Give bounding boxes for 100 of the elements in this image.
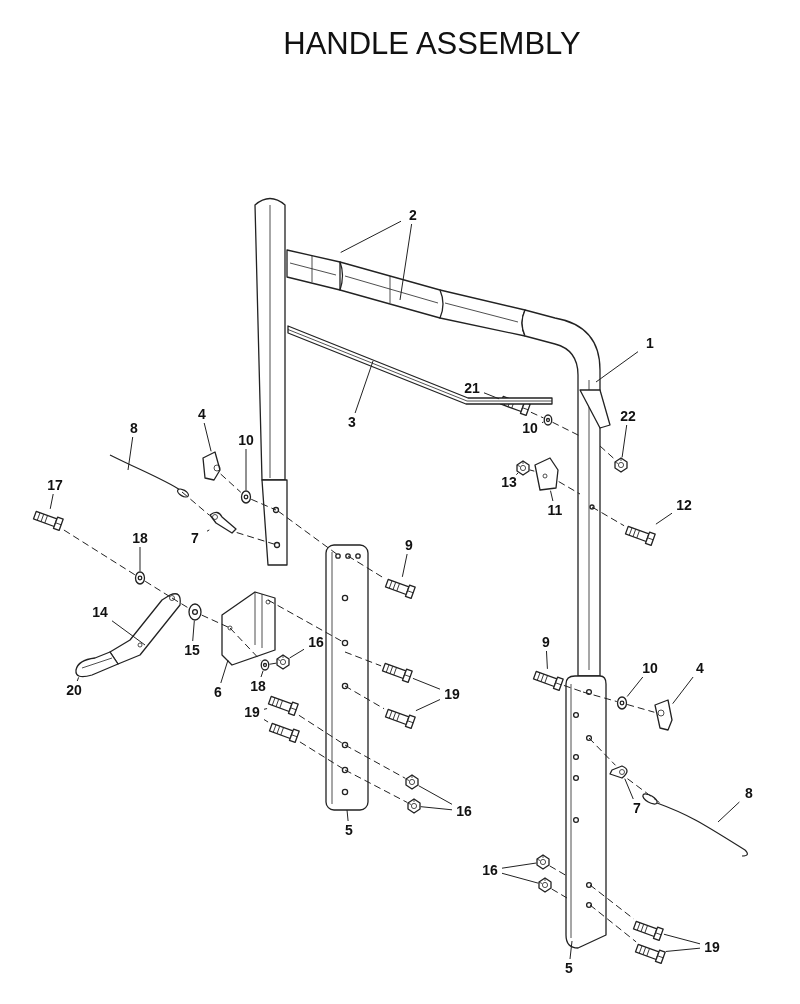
leader-line <box>76 676 80 682</box>
nut <box>405 774 419 790</box>
leader-line <box>263 719 269 723</box>
mounting-plate <box>325 544 369 811</box>
diagram-title: HANDLE ASSEMBLY <box>282 26 582 62</box>
nut <box>276 654 290 670</box>
bolt <box>32 510 64 532</box>
callout-number: 21 <box>460 379 484 397</box>
bolt <box>624 525 656 547</box>
bolt <box>381 662 413 684</box>
leader-line <box>501 872 539 884</box>
callout-number: 10 <box>518 419 542 437</box>
grip-foam <box>439 289 526 337</box>
alignment-line <box>549 865 568 877</box>
alignment-line <box>551 888 568 899</box>
leader-line <box>245 448 247 491</box>
callout-number: 7 <box>625 799 649 817</box>
leader-line <box>354 360 374 414</box>
handle-tube <box>521 309 611 677</box>
leader-line <box>569 940 573 960</box>
nut <box>538 877 552 893</box>
leader-line <box>418 785 453 805</box>
callout-number: 7 <box>183 529 207 547</box>
callout-number: 19 <box>240 703 264 721</box>
washer <box>543 414 553 426</box>
leader-line <box>595 351 639 383</box>
alignment-line <box>591 506 625 527</box>
leader-line <box>340 220 402 253</box>
alignment-line <box>551 421 581 437</box>
leader-line <box>346 809 349 822</box>
leader-line <box>483 392 500 400</box>
leader-line <box>111 620 146 646</box>
alignment-line <box>181 491 210 516</box>
bracket <box>221 591 276 666</box>
callout-number: 1 <box>638 334 662 352</box>
alignment-line <box>171 597 189 609</box>
leader-line <box>399 223 413 301</box>
alignment-line <box>220 473 242 493</box>
alignment-line <box>582 691 618 703</box>
leader-line <box>665 947 701 952</box>
callout-number: 8 <box>122 419 146 437</box>
mounting-plate <box>565 675 607 949</box>
leader-line <box>663 933 701 945</box>
alignment-line <box>588 737 616 766</box>
leader-line <box>420 806 453 811</box>
leader-line <box>621 424 628 458</box>
alignment-line <box>236 532 278 546</box>
alignment-line <box>63 529 136 576</box>
leader-line <box>206 529 210 532</box>
bolt <box>634 943 666 965</box>
bolt <box>268 722 300 744</box>
leader-line <box>139 546 141 572</box>
nut <box>407 798 421 814</box>
leader-line <box>49 493 54 510</box>
callout-number: 4 <box>190 405 214 423</box>
nut <box>614 457 628 473</box>
alignment-line <box>299 741 346 771</box>
callout-number: 10 <box>234 431 258 449</box>
leader-line <box>655 512 673 525</box>
washer <box>260 659 270 671</box>
callout-number: 10 <box>638 659 662 677</box>
washer <box>240 490 252 504</box>
callout-number: 20 <box>62 681 86 699</box>
alignment-line <box>563 684 584 693</box>
alignment-line <box>277 510 339 556</box>
alignment-line <box>344 651 382 667</box>
leader-line <box>672 676 694 705</box>
leader-line <box>545 650 548 670</box>
leader-line <box>203 422 212 452</box>
callout-number: 15 <box>180 641 204 659</box>
leader-line <box>501 862 537 869</box>
callout-number: 9 <box>534 633 558 651</box>
alignment-line <box>344 769 408 803</box>
leader-line <box>192 620 195 642</box>
callout-number: 3 <box>340 413 364 431</box>
leader-line <box>260 670 264 678</box>
alignment-line <box>626 704 655 713</box>
callout-number: 4 <box>688 659 712 677</box>
alignment-line <box>626 778 661 804</box>
bolt <box>267 695 299 717</box>
alignment-line <box>529 469 535 472</box>
alignment-line <box>144 580 173 599</box>
callout-number: 11 <box>543 501 567 519</box>
callout-number: 9 <box>397 536 421 554</box>
callout-number: 19 <box>700 938 724 956</box>
bolt <box>632 920 664 942</box>
alignment-line <box>344 685 385 710</box>
callout-number: 14 <box>88 603 112 621</box>
leader-line <box>717 801 740 823</box>
callout-number: 12 <box>672 496 696 514</box>
leader-line <box>541 421 545 424</box>
callout-number: 5 <box>557 959 581 977</box>
washer <box>188 603 202 621</box>
pin <box>209 511 237 534</box>
callout-number: 17 <box>43 476 67 494</box>
cable <box>109 454 190 498</box>
leader-line <box>624 778 634 800</box>
grip-foam <box>286 249 341 291</box>
bolt <box>384 708 416 730</box>
callout-number: 13 <box>497 473 521 491</box>
